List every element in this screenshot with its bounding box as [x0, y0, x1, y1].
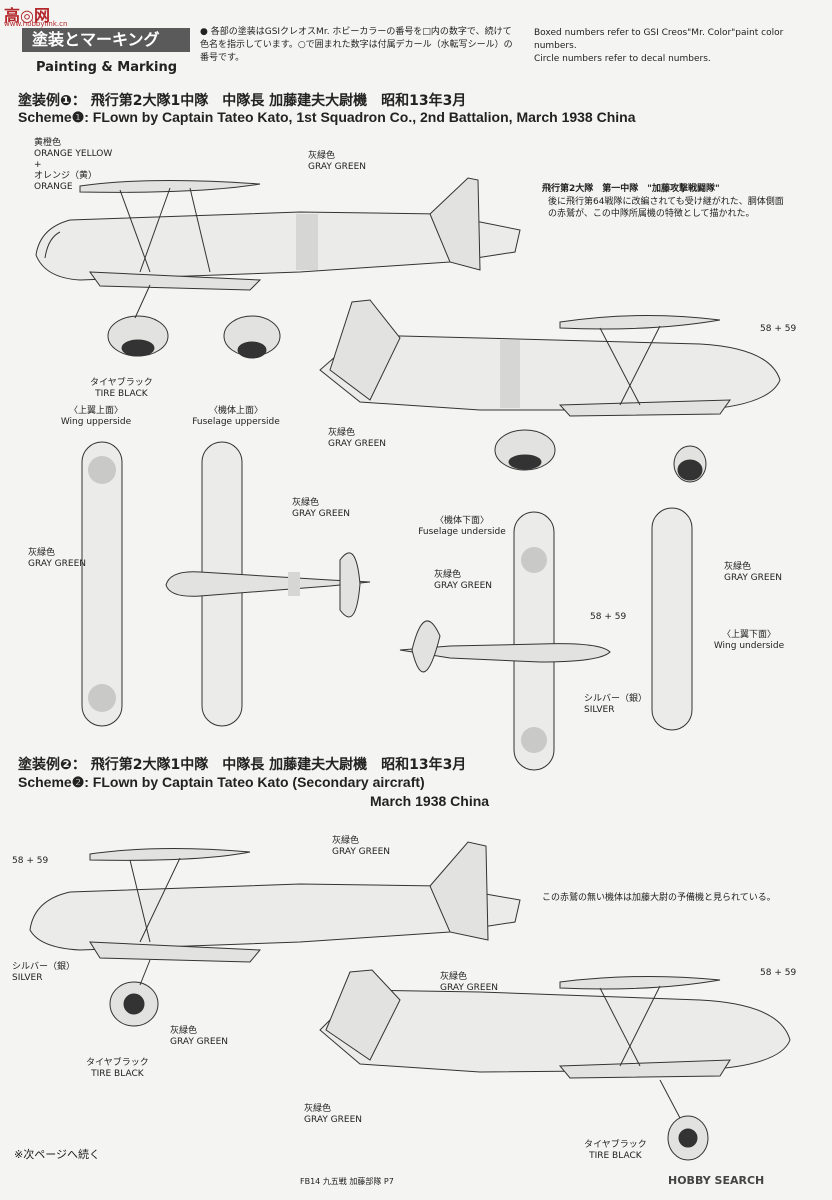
s1-right-lowerwing [558, 399, 731, 417]
s2-left-tail [429, 841, 489, 941]
s1-right-tail [329, 299, 401, 401]
color-label-58: 黄橙色 ORANGE YELLOW + オレンジ（黄） ORANGE [34, 138, 112, 193]
s2-left-fuselage [29, 883, 521, 951]
s1-right-upperwing [559, 314, 721, 330]
paint-note-en-2: Circle numbers refer to decal numbers. [534, 54, 711, 64]
view-wing-upperside: 〈上翼上面〉Wing upperside [60, 406, 132, 427]
s2-right-tail [325, 969, 401, 1061]
color-59-jp: オレンジ（黄） [34, 171, 98, 181]
unit-title: 飛行第2大隊 第一中隊 "加藤攻撃戦闘隊" [542, 184, 720, 194]
site-logo-url: www.hobbylink.cn [4, 20, 68, 28]
view-fuselage-upperside: 〈機体上面〉Fuselage upperside [192, 406, 280, 427]
color-label-8-b: シルバー（銀）SILVER [12, 962, 76, 983]
brand-watermark: HOBBY SEARCH [668, 1174, 765, 1187]
scheme2-title-en2: March 1938 China [370, 793, 490, 809]
unit-note: 後に飛行第64戦隊に改編されても受け継がれた、胴体側面の赤鷲が、この中隊所属機の… [548, 197, 784, 219]
color-58-en: ORANGE YELLOW [34, 149, 113, 159]
s1-left-tail [429, 177, 481, 271]
paint-note-en-1: Boxed numbers refer to GSI Creos"Mr. Col… [534, 28, 784, 51]
page-footer: FB14 九五戦 加藤部隊 P7 [300, 1177, 394, 1186]
color-label-58-59-c: 58 + 59 [12, 856, 49, 866]
scheme1-title-jp: 塗装例❶： 飛行第2大隊1中隊 中隊長 加藤建夫大尉機 昭和13年3月 [18, 93, 467, 109]
scheme1-title-en: Scheme❶: FLown by Captain Tateo Kato, 1s… [18, 109, 636, 125]
color-plus: + [34, 160, 42, 170]
scheme2-note: この赤鷲の無い機体は加藤大尉の予備機と見られている。 [542, 893, 776, 903]
color-59-en: ORANGE [34, 182, 73, 192]
site-logo: 高◎网 [4, 6, 50, 25]
color-label-8-a: シルバー（銀）SILVER [584, 694, 648, 715]
color-label-58-59-b: 58 + 59 [590, 612, 627, 622]
color-58-jp: 黄橙色 [34, 138, 62, 148]
fuselage-underside-wing [513, 511, 555, 771]
paint-note-jp: ● 各部の塗装はGSIクレオスMr. ホビーカラーの番号を□内の数字で、続けて色… [200, 27, 513, 63]
paint-note-en: Boxed numbers refer to GSI Creos"Mr. Col… [534, 27, 824, 66]
color-label-58-59-a: 58 + 59 [760, 324, 797, 334]
wing-underside [651, 507, 693, 731]
wing-upperside [81, 441, 123, 727]
s1-left-fuselage [35, 211, 521, 281]
s1-left-upperwing [79, 179, 261, 193]
scheme2-title-en: Scheme❷: FLown by Captain Tateo Kato (Se… [18, 774, 425, 790]
section-subtitle: Painting & Marking [36, 60, 178, 75]
continue-note: ※次ページへ続く [14, 1148, 100, 1161]
color-label-58-59-d: 58 + 59 [760, 968, 797, 978]
section-title: 塗装とマーキング [22, 28, 190, 52]
view-wing-underside: 〈上翼下面〉Wing underside [713, 630, 785, 651]
scheme2-title-jp: 塗装例❷： 飛行第2大隊1中隊 中隊長 加藤建夫大尉機 昭和13年3月 [18, 757, 467, 773]
view-fuselage-underside: 〈機体下面〉Fuselage underside [418, 516, 506, 537]
bullet-icon: ● [200, 27, 211, 37]
s2-left-upperwing [89, 847, 251, 861]
s1-left-lowerwing [88, 271, 262, 291]
